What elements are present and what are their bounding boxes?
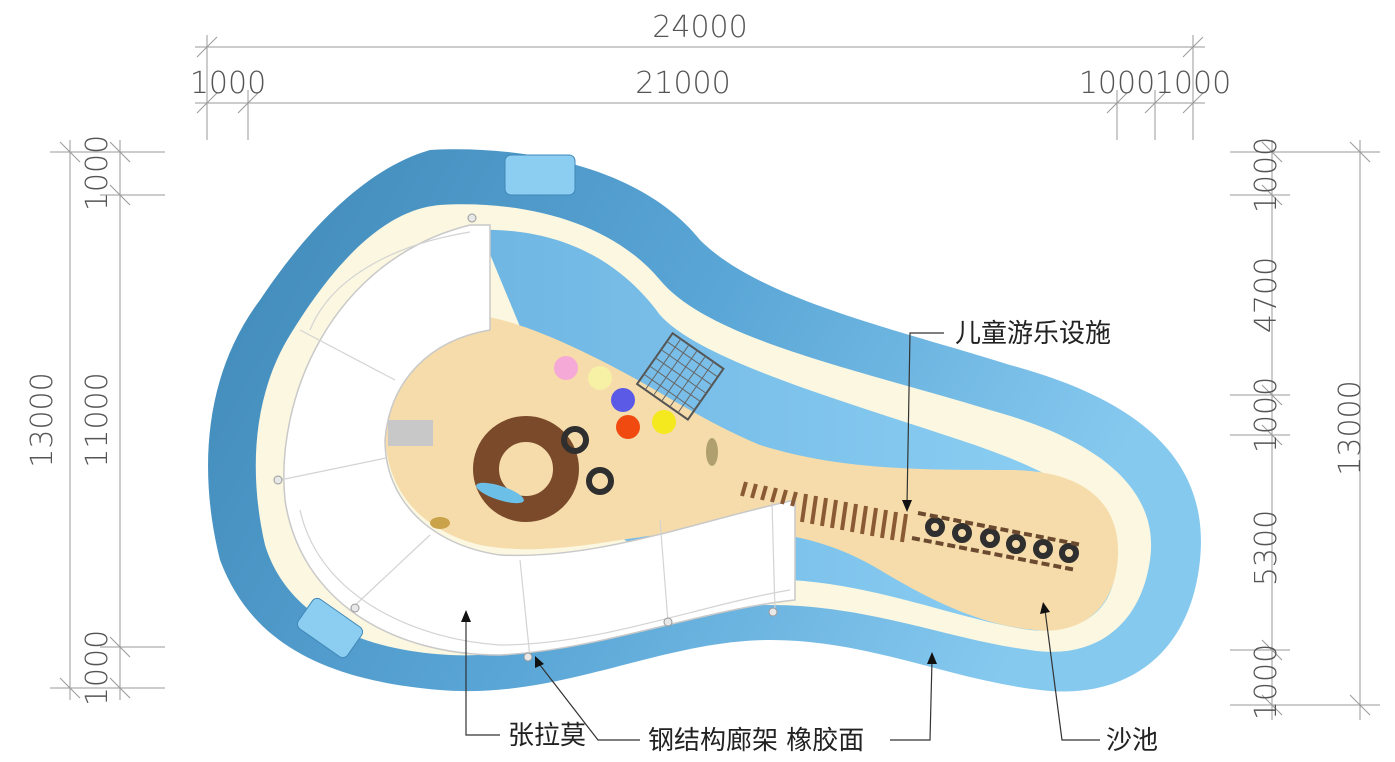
dim-right-1: 1000	[1249, 137, 1284, 213]
dim-right-4: 5300	[1249, 510, 1284, 586]
label-membrane: 张拉莫	[508, 721, 586, 751]
dim-right-total: 13000	[1333, 380, 1368, 475]
bench-top	[504, 154, 576, 196]
labels: 儿童游乐设施 张拉莫 钢结构廊架 橡胶面 沙池	[508, 319, 1158, 756]
dim-top-right-a: 1000	[1079, 66, 1155, 101]
dim-left-inner: 11000	[80, 372, 115, 467]
net-climber	[635, 331, 725, 421]
timber-track	[740, 481, 908, 543]
label-corridor: 钢结构廊架 橡胶面	[648, 726, 864, 756]
tire-frame	[911, 511, 1083, 572]
dimension-text: 24000 1000 21000 1000 1000 13000 11000 1…	[25, 10, 1368, 720]
leaders	[461, 332, 1100, 741]
stepping-discs	[554, 356, 676, 439]
wooden-ring	[473, 416, 579, 522]
corridor-ribs	[279, 231, 791, 659]
dimension-lines	[50, 35, 1380, 720]
dim-left-total: 13000	[25, 372, 60, 467]
sand-area	[385, 313, 1119, 631]
dim-right-3: 1000	[1249, 377, 1284, 453]
label-sandpit: 沙池	[1106, 726, 1158, 756]
dim-right-5: 1000	[1249, 644, 1284, 720]
tires	[561, 426, 1079, 563]
dim-top-left: 1000	[190, 66, 266, 101]
corridor-posts	[273, 213, 778, 662]
dim-left-bottom: 1000	[80, 630, 115, 706]
figures	[430, 438, 718, 529]
dim-left-top: 1000	[80, 135, 115, 211]
steel-corridor	[283, 224, 796, 656]
plan-drawing	[208, 149, 1201, 692]
dim-top-total: 24000	[652, 10, 747, 45]
slide	[388, 420, 433, 446]
bench-left	[296, 597, 364, 659]
dim-top-right-b: 1000	[1155, 66, 1231, 101]
dim-right-2: 4700	[1249, 257, 1284, 333]
label-play-equipment: 儿童游乐设施	[955, 319, 1111, 349]
dim-top-mid: 21000	[635, 66, 730, 101]
